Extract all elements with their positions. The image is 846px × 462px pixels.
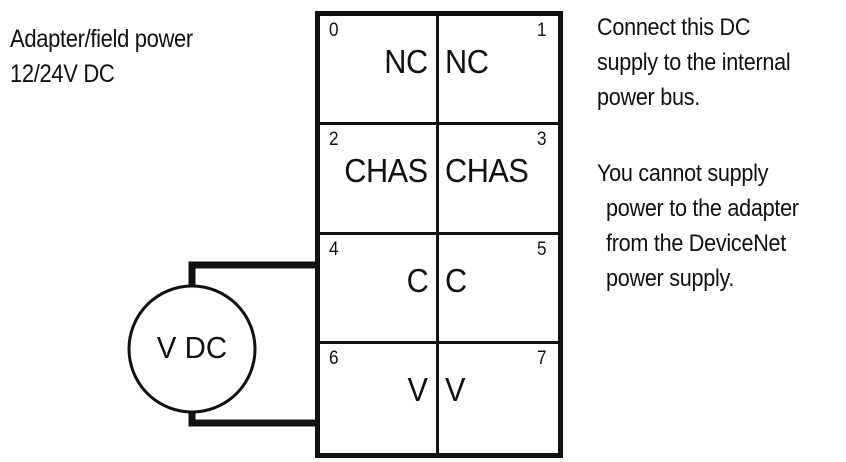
note-connect-line-3: power bus. bbox=[597, 84, 700, 111]
terminal-label-5: C bbox=[445, 261, 467, 299]
terminal-label-4: C bbox=[406, 261, 428, 299]
terminal-number-3: 3 bbox=[537, 129, 547, 151]
note-cannot-line-3: from the DeviceNet bbox=[606, 230, 787, 257]
note-connect-line-1: Connect this DC bbox=[597, 14, 751, 41]
terminal-label-2: CHAS bbox=[344, 152, 429, 190]
terminal-label-1: NC bbox=[445, 43, 489, 80]
terminal-label-0: NC bbox=[384, 43, 429, 80]
terminal-label-3: CHAS bbox=[445, 152, 529, 190]
terminal-grid: 0 NC 1 NC 2 CHAS 3 CHAS 4 C 5 C bbox=[315, 11, 563, 458]
terminal-cell-6: 6 V bbox=[320, 343, 439, 453]
terminal-number-2: 2 bbox=[329, 129, 339, 151]
note-cannot-power-from-devicenet: You cannot supply power to the adapter f… bbox=[597, 156, 843, 296]
note-connect-line-2: supply to the internal bbox=[597, 49, 791, 76]
dc-source-label: V DC bbox=[156, 330, 228, 365]
caption-line-1: Adapter/field power bbox=[10, 25, 193, 53]
note-cannot-line-1: You cannot supply bbox=[597, 160, 769, 187]
terminal-number-1: 1 bbox=[537, 20, 547, 41]
terminal-cell-2: 2 CHAS bbox=[320, 125, 439, 235]
terminal-cell-3: 3 CHAS bbox=[439, 125, 558, 235]
terminal-block: 0 NC 1 NC 2 CHAS 3 CHAS 4 C 5 C bbox=[315, 11, 563, 458]
terminal-number-7: 7 bbox=[537, 347, 547, 369]
terminal-cell-4: 4 C bbox=[320, 234, 439, 344]
terminal-label-6: V bbox=[407, 370, 428, 408]
terminal-cell-0: 0 NC bbox=[320, 16, 439, 126]
note-cannot-line-2: power to the adapter bbox=[606, 195, 799, 222]
terminal-cell-7: 7 V bbox=[439, 343, 558, 453]
note-connect-internal-bus: Connect this DC supply to the internal p… bbox=[597, 10, 843, 115]
terminal-number-0: 0 bbox=[329, 20, 339, 41]
note-cannot-line-4: power supply. bbox=[606, 265, 735, 292]
terminal-cell-1: 1 NC bbox=[439, 16, 558, 126]
terminal-number-6: 6 bbox=[329, 347, 339, 369]
wire-negative-to-terminal-6 bbox=[188, 404, 318, 427]
terminal-label-7: V bbox=[445, 370, 466, 408]
terminal-number-5: 5 bbox=[537, 238, 547, 260]
wire-positive-to-terminal-4 bbox=[188, 261, 318, 296]
adapter-field-power-caption: Adapter/field power 12/24V DC bbox=[10, 22, 310, 92]
terminal-number-4: 4 bbox=[329, 238, 339, 260]
terminal-cell-5: 5 C bbox=[439, 234, 558, 344]
caption-line-2: 12/24V DC bbox=[10, 60, 115, 88]
